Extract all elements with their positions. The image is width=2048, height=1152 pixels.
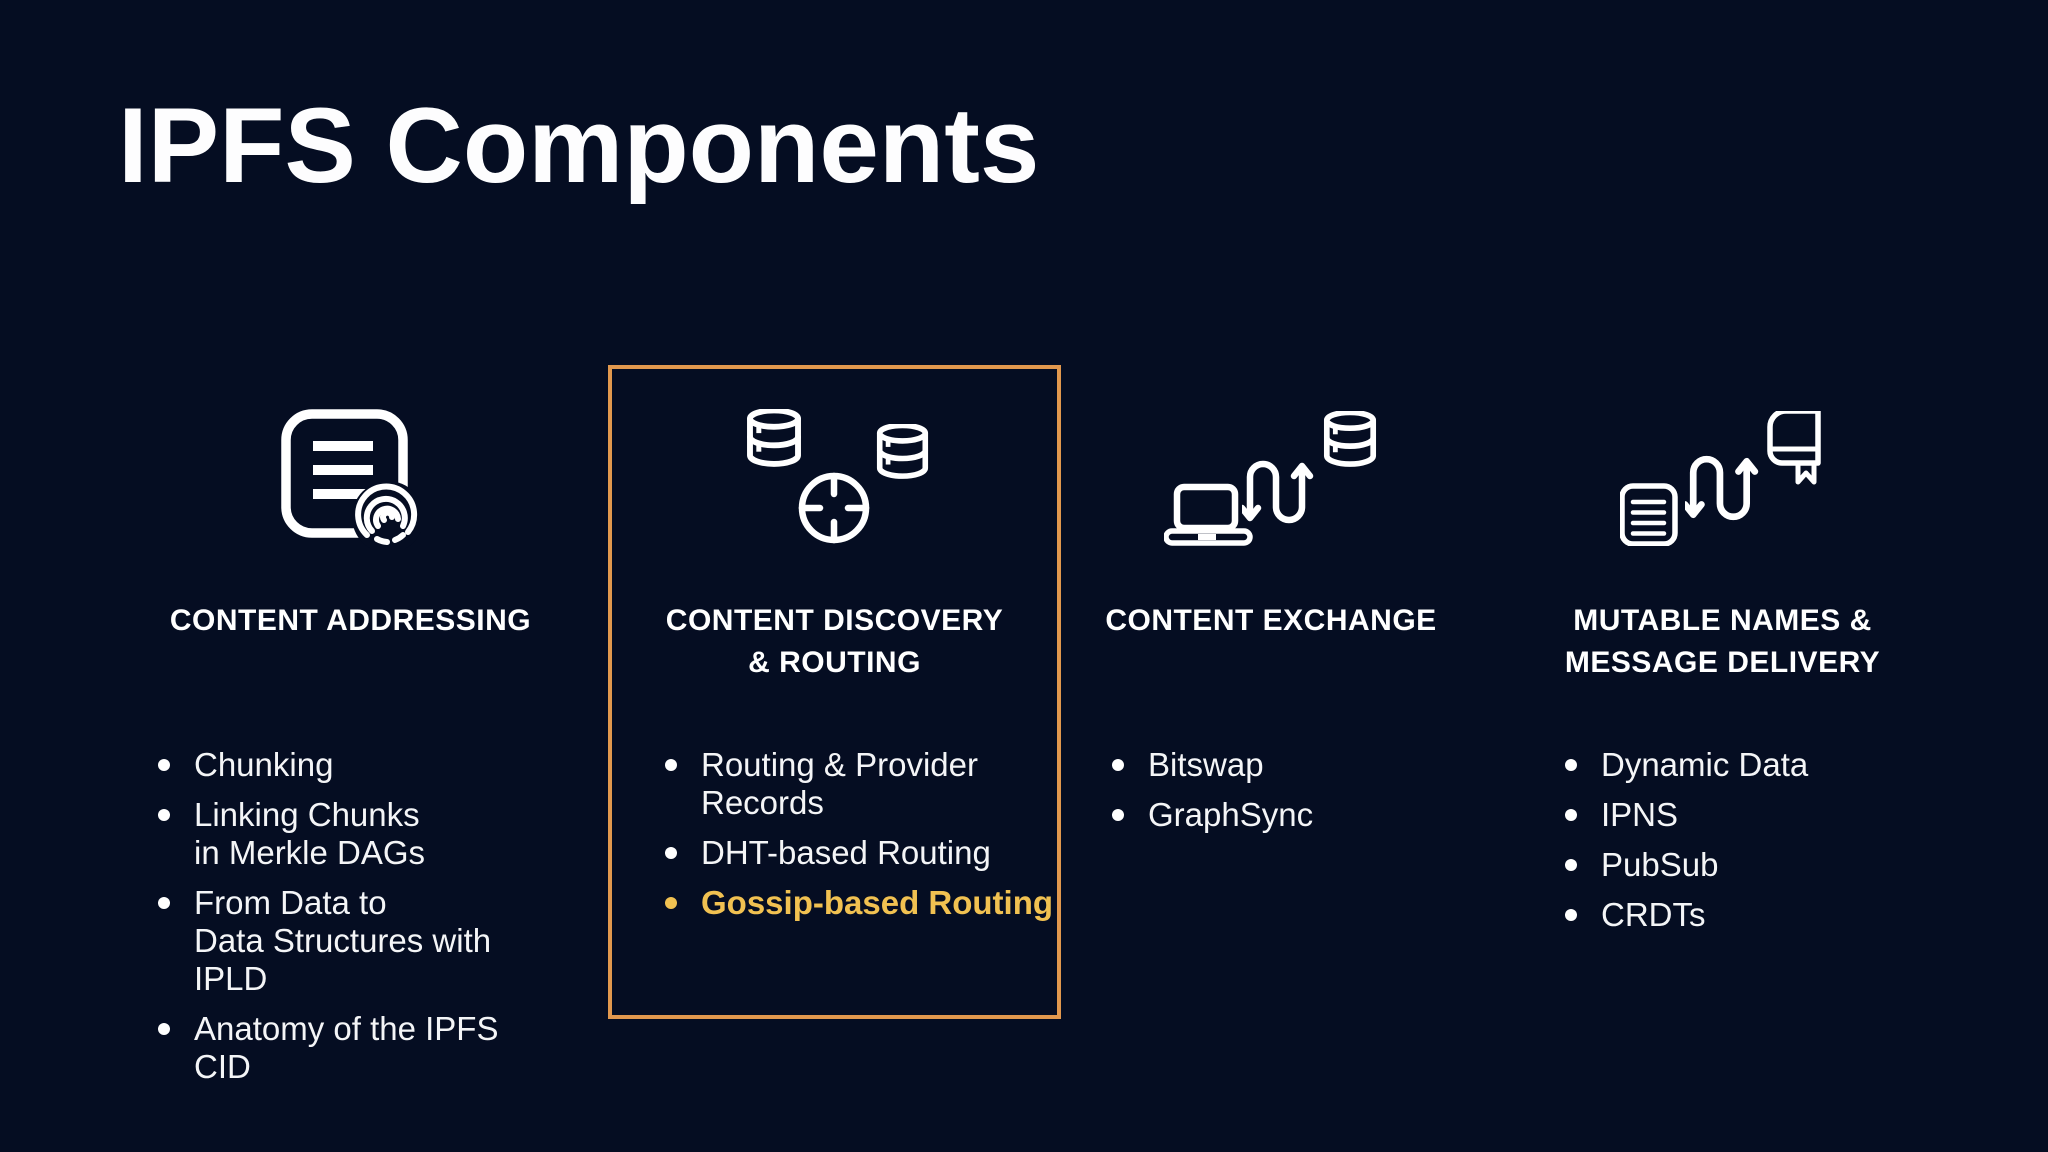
list-item: CRDTs <box>1565 896 1900 934</box>
column-heading: CONTENT EXCHANGE <box>1105 604 1437 637</box>
list-item: Bitswap <box>1112 746 1462 784</box>
slide-title: IPFS Components <box>118 85 1040 205</box>
laptop-sync-database-icon <box>1163 411 1379 546</box>
list-item: Anatomy of the IPFS CID <box>158 1010 553 1086</box>
column-content-discovery-routing-highlight-box: CONTENT DISCOVERY & ROUTING Routing & Pr… <box>608 365 1061 1019</box>
column-heading: CONTENT ADDRESSING <box>169 604 532 637</box>
list-item: IPNS <box>1565 796 1900 834</box>
list-item: PubSub <box>1565 846 1900 884</box>
bullet-list: Dynamic Data IPNS PubSub CRDTs <box>1565 740 1900 934</box>
list-item: Chunking <box>158 746 553 784</box>
column-content-addressing: CONTENT ADDRESSING Chunking Linking Chun… <box>148 365 553 1098</box>
list-item: GraphSync <box>1112 796 1462 834</box>
icon-row <box>612 381 1057 576</box>
document-sync-book-icon <box>1620 411 1821 546</box>
icon-row <box>1545 381 1900 576</box>
document-fingerprint-icon <box>280 408 421 549</box>
list-item-highlighted: Gossip-based Routing <box>665 884 1057 922</box>
icon-row <box>1080 381 1462 576</box>
column-content-exchange: CONTENT EXCHANGE Bitswap GraphSync <box>1080 365 1462 846</box>
column-mutable-names-message-delivery: MUTABLE NAMES & MESSAGE DELIVERY Dynamic… <box>1545 365 1900 946</box>
column-heading: MUTABLE NAMES & MESSAGE DELIVERY <box>1564 604 1881 679</box>
column-heading: CONTENT DISCOVERY & ROUTING <box>665 604 1004 679</box>
list-item: DHT-based Routing <box>665 834 1057 872</box>
databases-target-icon <box>735 409 935 543</box>
bullet-list: Bitswap GraphSync <box>1112 740 1462 834</box>
list-item: Dynamic Data <box>1565 746 1900 784</box>
icon-row <box>148 381 553 576</box>
